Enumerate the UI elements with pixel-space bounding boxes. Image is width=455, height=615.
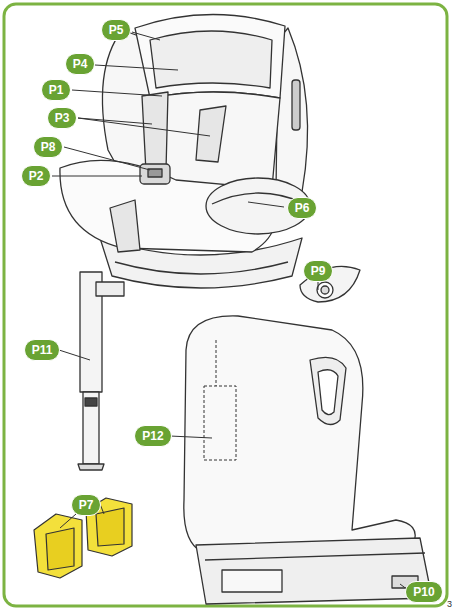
callout-text: P10 [413, 585, 434, 599]
callout-number: P3 [47, 107, 78, 129]
callout-text: P1 [49, 83, 64, 97]
callout-number: P4 [65, 53, 96, 75]
callout-number: P2 [21, 165, 52, 187]
callout-number: P9 [303, 260, 334, 282]
callout-text: P2 [29, 169, 44, 183]
callout-number: P7 [71, 494, 102, 516]
callout-text: P11 [32, 343, 53, 357]
callout-text: P8 [41, 140, 56, 154]
page-number: 3 [447, 599, 452, 609]
callout-number: P10 [405, 581, 442, 603]
callout-number: P5 [101, 19, 132, 41]
callout-number: P8 [33, 136, 64, 158]
callout-text: P12 [142, 429, 163, 443]
callout-text: P4 [73, 57, 88, 71]
callout-number: P6 [287, 197, 318, 219]
callout-text: P9 [311, 264, 326, 278]
callout-number: P1 [41, 79, 72, 101]
callout-text: P3 [55, 111, 70, 125]
callout-text: P7 [79, 498, 94, 512]
callout-number: P11 [24, 339, 61, 361]
callout-text: P6 [295, 201, 310, 215]
callout-number: P12 [134, 425, 171, 447]
callout-text: P5 [109, 23, 124, 37]
